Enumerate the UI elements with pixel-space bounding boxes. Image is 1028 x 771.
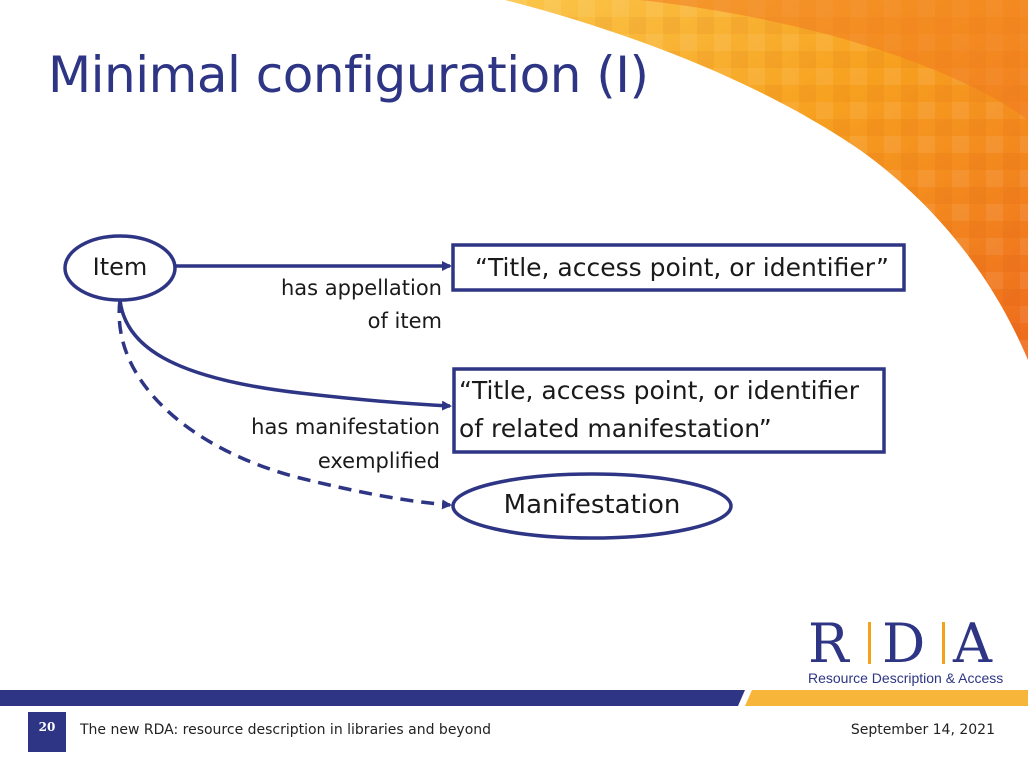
logo-separator — [942, 622, 945, 664]
logo-letter-d: D — [882, 612, 926, 675]
logo-letter-r: R — [808, 612, 849, 675]
logo-tagline: Resource Description & Access — [808, 670, 1004, 686]
appellation-label-line2: of item — [367, 309, 442, 333]
slide-number: 20 — [38, 720, 56, 734]
footer-date: September 14, 2021 — [850, 722, 995, 738]
related-value-line1: “Title, access point, or identifier — [459, 376, 859, 405]
appellation-value-text: “Title, access point, or identifier” — [475, 253, 889, 282]
logo-letter-a: A — [953, 612, 992, 675]
footer-title: The new RDA: resource description in lib… — [80, 722, 492, 738]
manifestation-exemplified-arrow — [118, 299, 452, 411]
dashed-manifestation-arrow — [117, 299, 452, 510]
appellation-label-line1: has appellation — [280, 276, 442, 300]
manifestation-node-label: Manifestation — [503, 490, 681, 520]
manifestation-node-shape — [451, 472, 733, 540]
slide-title: Minimal configuration (I) — [48, 46, 649, 104]
manifestation-label-line2: exemplified — [317, 449, 440, 473]
item-node-label: Item — [92, 253, 148, 281]
slide-number-badge: 20 — [28, 712, 66, 752]
manifestation-label-line1: has manifestation — [251, 415, 440, 439]
appellation-value-box — [451, 243, 906, 292]
related-manifestation-box — [452, 367, 886, 454]
logo-separator — [868, 622, 871, 664]
related-value-line2: of related manifestation” — [459, 414, 772, 443]
